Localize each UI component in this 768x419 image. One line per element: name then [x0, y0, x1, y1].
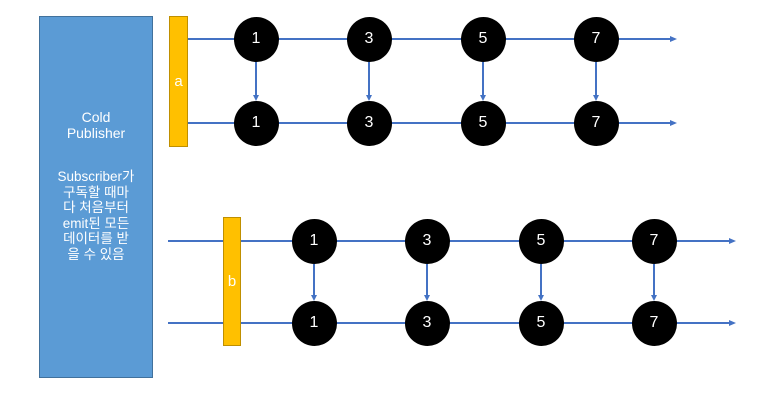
emit-arrow	[595, 61, 597, 95]
received-marble-3: 3	[346, 100, 392, 146]
publisher-title: Cold Publisher	[66, 109, 126, 141]
source-marble-1: 1	[291, 218, 337, 264]
received-marble-1: 1	[233, 100, 279, 146]
subscriber-bar-b: b	[223, 217, 241, 346]
emit-arrow	[653, 263, 655, 295]
source-timeline	[188, 38, 670, 40]
received-marble-7: 7	[573, 100, 619, 146]
source-marble-7: 7	[631, 218, 677, 264]
emit-arrow	[368, 61, 370, 95]
subscriber-bar-a: a	[169, 16, 188, 147]
received-marble-3: 3	[404, 300, 450, 346]
source-marble-5: 5	[460, 16, 506, 62]
emit-arrow	[313, 263, 315, 295]
source-marble-5: 5	[518, 218, 564, 264]
source-marble-3: 3	[346, 16, 392, 62]
subscriber-timeline	[188, 122, 670, 124]
emit-arrow	[482, 61, 484, 95]
source-marble-3: 3	[404, 218, 450, 264]
received-marble-1: 1	[291, 300, 337, 346]
received-marble-5: 5	[518, 300, 564, 346]
received-marble-7: 7	[631, 300, 677, 346]
emit-arrow	[426, 263, 428, 295]
source-marble-7: 7	[573, 16, 619, 62]
cold-publisher-box: Cold Publisher Subscriber가 구독할 때마 다 처음부터…	[39, 16, 153, 378]
emit-arrow	[540, 263, 542, 295]
emit-arrow	[255, 61, 257, 95]
source-marble-1: 1	[233, 16, 279, 62]
publisher-description: Subscriber가 구독할 때마 다 처음부터 emit된 모든 데이터를 …	[57, 169, 135, 262]
received-marble-5: 5	[460, 100, 506, 146]
